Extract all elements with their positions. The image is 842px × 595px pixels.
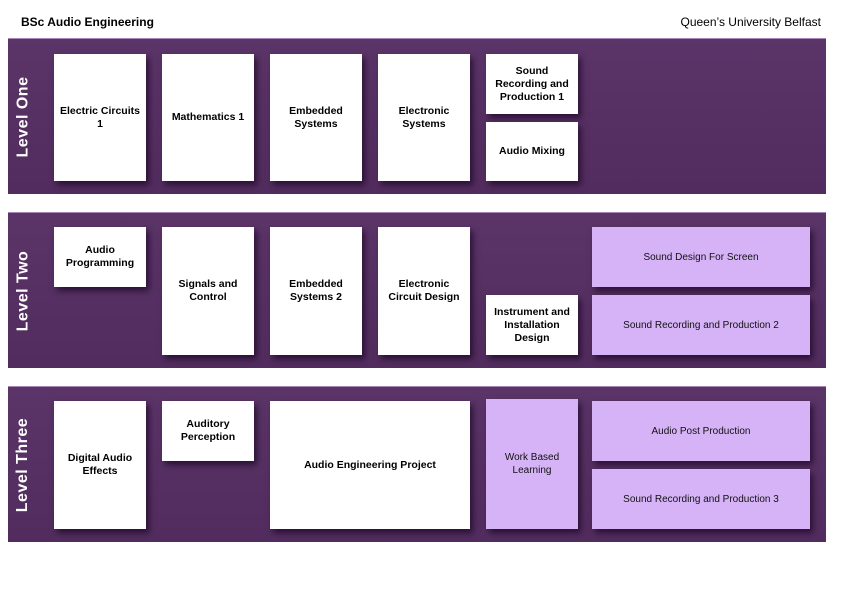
module-sound-recording-production-2[interactable]: Sound Recording and Production 2: [592, 295, 810, 355]
module-sound-design-for-screen[interactable]: Sound Design For Screen: [592, 227, 810, 287]
level-three-panel: Level Three Digital Audio Effects Audito…: [8, 386, 826, 542]
module-digital-audio-effects[interactable]: Digital Audio Effects: [54, 401, 146, 529]
programme-title: BSc Audio Engineering: [21, 15, 154, 29]
module-sound-recording-production-3[interactable]: Sound Recording and Production 3: [592, 469, 810, 529]
module-signals-and-control[interactable]: Signals and Control: [162, 227, 254, 355]
module-instrument-installation-design[interactable]: Instrument and Installation Design: [486, 295, 578, 355]
level-label: Level Three: [14, 417, 31, 512]
module-electronic-circuit-design[interactable]: Electronic Circuit Design: [378, 227, 470, 355]
institution-name: Queen’s University Belfast: [680, 15, 821, 29]
module-mathematics-1[interactable]: Mathematics 1: [162, 54, 254, 181]
level-one-panel: Level One Electric Circuits 1 Mathematic…: [8, 38, 826, 194]
module-audio-post-production[interactable]: Audio Post Production: [592, 401, 810, 461]
module-audio-engineering-project[interactable]: Audio Engineering Project: [270, 401, 470, 529]
level-label: Level One: [14, 76, 32, 157]
level-two-panel: Level Two Audio Programming Signals and …: [8, 212, 826, 368]
level-label: Level Two: [14, 250, 32, 331]
module-electronic-systems[interactable]: Electronic Systems: [378, 54, 470, 181]
module-sound-recording-production-1[interactable]: Sound Recording and Production 1: [486, 54, 578, 114]
module-auditory-perception[interactable]: Auditory Perception: [162, 401, 254, 461]
module-work-based-learning[interactable]: Work Based Learning: [486, 399, 578, 529]
module-embedded-systems-2[interactable]: Embedded Systems 2: [270, 227, 362, 355]
module-audio-mixing[interactable]: Audio Mixing: [486, 122, 578, 181]
module-embedded-systems[interactable]: Embedded Systems: [270, 54, 362, 181]
module-electric-circuits-1[interactable]: Electric Circuits 1: [54, 54, 146, 181]
module-audio-programming[interactable]: Audio Programming: [54, 227, 146, 287]
